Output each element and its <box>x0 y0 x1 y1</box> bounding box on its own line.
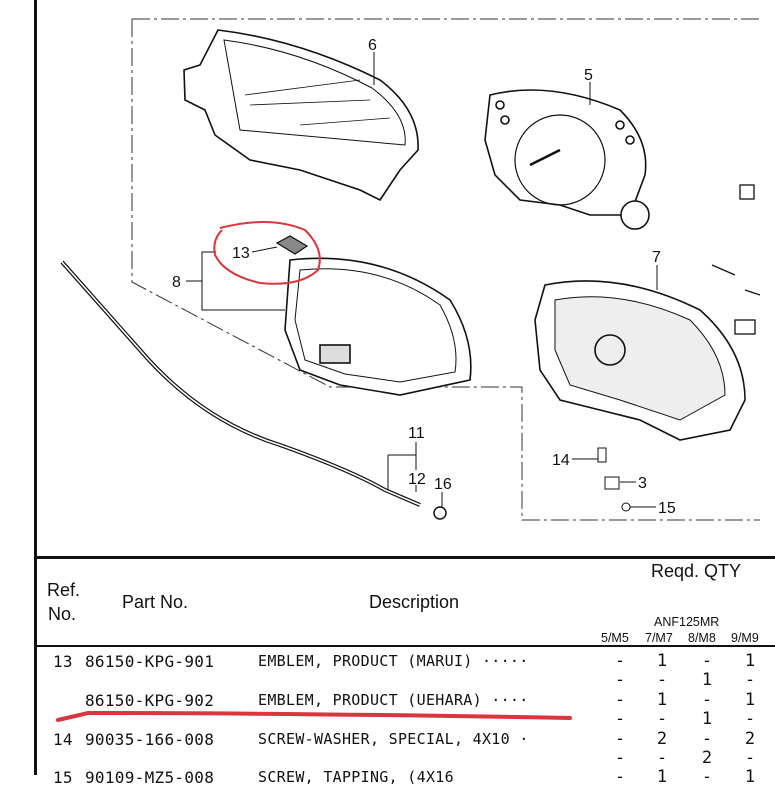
qty: 2 <box>744 729 756 749</box>
qty: - <box>744 670 756 690</box>
qty: - <box>744 748 756 768</box>
connector-parts <box>711 184 761 335</box>
description: SCREW, TAPPING, (4X16 <box>258 768 454 786</box>
washer-part <box>433 506 447 520</box>
callout-12: 12 <box>408 471 426 488</box>
clip-part <box>604 476 620 490</box>
qty: 1 <box>656 690 668 710</box>
frame-divider <box>34 556 775 559</box>
qty: - <box>614 709 626 729</box>
qty: - <box>701 729 713 749</box>
qty: 1 <box>656 767 668 787</box>
callout-5: 5 <box>584 67 593 84</box>
frame-border-left <box>34 0 37 775</box>
qty: - <box>614 729 626 749</box>
ref-no: 14 <box>53 730 73 749</box>
qty: 1 <box>744 690 756 710</box>
qty: 1 <box>744 651 756 671</box>
screw-part <box>597 447 607 463</box>
header-model: ANF125MR <box>654 615 720 629</box>
emblem-part <box>275 235 309 255</box>
qty: - <box>656 670 668 690</box>
qty: 2 <box>701 748 713 768</box>
qty: - <box>701 690 713 710</box>
header-ref: Ref. <box>47 580 81 600</box>
parts-diagram: 6 5 13 8 7 11 12 16 14 3 15 <box>60 18 761 521</box>
highlight-circle <box>213 221 321 285</box>
part-no: 86150-KPG-901 <box>85 652 215 671</box>
meter-case-part <box>534 280 746 441</box>
ref-no: 13 <box>53 652 73 671</box>
header-col-7: 7/M7 <box>645 631 673 645</box>
callout-11: 11 <box>408 425 425 442</box>
part-no: 90035-166-008 <box>85 730 215 749</box>
qty: 1 <box>744 767 756 787</box>
callout-16: 16 <box>434 476 452 493</box>
part-no: 86150-KPG-902 <box>85 691 215 710</box>
callout-6: 6 <box>368 37 377 54</box>
callout-15: 15 <box>658 500 676 517</box>
qty: 1 <box>701 670 713 690</box>
callout-14: 14 <box>552 452 570 469</box>
qty: - <box>614 690 626 710</box>
qty: - <box>614 651 626 671</box>
qty: - <box>701 651 713 671</box>
table-header-divider <box>36 645 775 647</box>
header-description: Description <box>369 592 460 612</box>
qty: - <box>614 670 626 690</box>
callout-13: 13 <box>232 245 250 262</box>
qty: - <box>614 748 626 768</box>
qty: - <box>656 748 668 768</box>
speedometer-part <box>484 89 650 230</box>
description: EMBLEM, PRODUCT (UEHARA) ···· <box>258 691 529 709</box>
qty: 2 <box>656 729 668 749</box>
header-part-no: Part No. <box>122 592 189 612</box>
leader-lines <box>186 52 658 508</box>
description: EMBLEM, PRODUCT (MARUI) ····· <box>258 652 529 670</box>
description: SCREW-WASHER, SPECIAL, 4X10 · <box>258 730 529 748</box>
callout-7: 7 <box>652 249 661 266</box>
qty: - <box>656 709 668 729</box>
callout-8: 8 <box>172 274 181 291</box>
ref-no: 15 <box>53 768 73 787</box>
qty: - <box>744 709 756 729</box>
meter-cover-part <box>183 29 419 202</box>
part-no: 90109-MZ5-008 <box>85 768 215 787</box>
qty: - <box>701 767 713 787</box>
header-col-8: 8/M8 <box>688 631 716 645</box>
header-col-9: 9/M9 <box>731 631 759 645</box>
qty: - <box>614 767 626 787</box>
callout-3: 3 <box>638 475 647 492</box>
header-col-5: 5/M5 <box>601 631 629 645</box>
header-reqd-qty: Reqd. QTY <box>651 561 742 581</box>
qty: 1 <box>701 709 713 729</box>
header-no: No. <box>48 604 77 624</box>
qty: 1 <box>656 651 668 671</box>
meter-panel-part <box>284 257 472 396</box>
